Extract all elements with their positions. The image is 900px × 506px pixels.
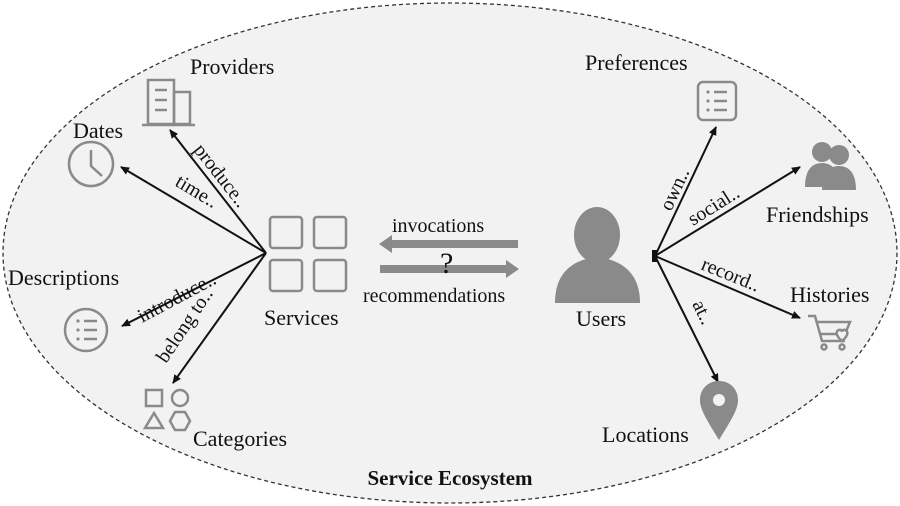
recommendations-arrow <box>380 260 519 278</box>
clock-icon <box>67 140 115 188</box>
invocations-arrow <box>379 235 518 253</box>
edge-produce <box>169 129 267 254</box>
edge-social <box>654 166 801 257</box>
descriptions-label: Descriptions <box>8 265 119 290</box>
building-icon <box>142 78 195 127</box>
group-icon <box>805 142 856 190</box>
list-circle-icon <box>63 307 109 353</box>
providers-label: Providers <box>190 54 274 79</box>
edge-record <box>654 255 801 319</box>
diagram-title: Service Ecosystem <box>367 466 533 490</box>
services-label: Services <box>264 305 339 330</box>
edge-introduce <box>121 252 267 327</box>
location-pin-icon <box>700 381 738 440</box>
users-label: Users <box>576 306 626 331</box>
users-hub <box>652 250 657 262</box>
list-square-icon <box>696 80 738 122</box>
user-icon <box>555 207 640 303</box>
recommendations-label: recommendations <box>363 285 505 307</box>
histories-label: Histories <box>790 282 869 307</box>
invocations-label: invocations <box>392 215 484 237</box>
grid-icon <box>268 215 348 293</box>
edge-belong-to <box>172 252 267 384</box>
locations-label: Locations <box>602 422 689 447</box>
edge-own <box>654 126 717 257</box>
friendships-label: Friendships <box>766 202 869 227</box>
preferences-label: Preferences <box>585 50 688 75</box>
edge-at <box>654 255 719 383</box>
dates-label: Dates <box>73 118 123 143</box>
cart-heart-icon <box>808 314 852 351</box>
shapes-icon <box>142 388 192 432</box>
question-mark: ? <box>440 247 453 280</box>
categories-label: Categories <box>193 426 287 451</box>
edge-time <box>120 166 267 254</box>
